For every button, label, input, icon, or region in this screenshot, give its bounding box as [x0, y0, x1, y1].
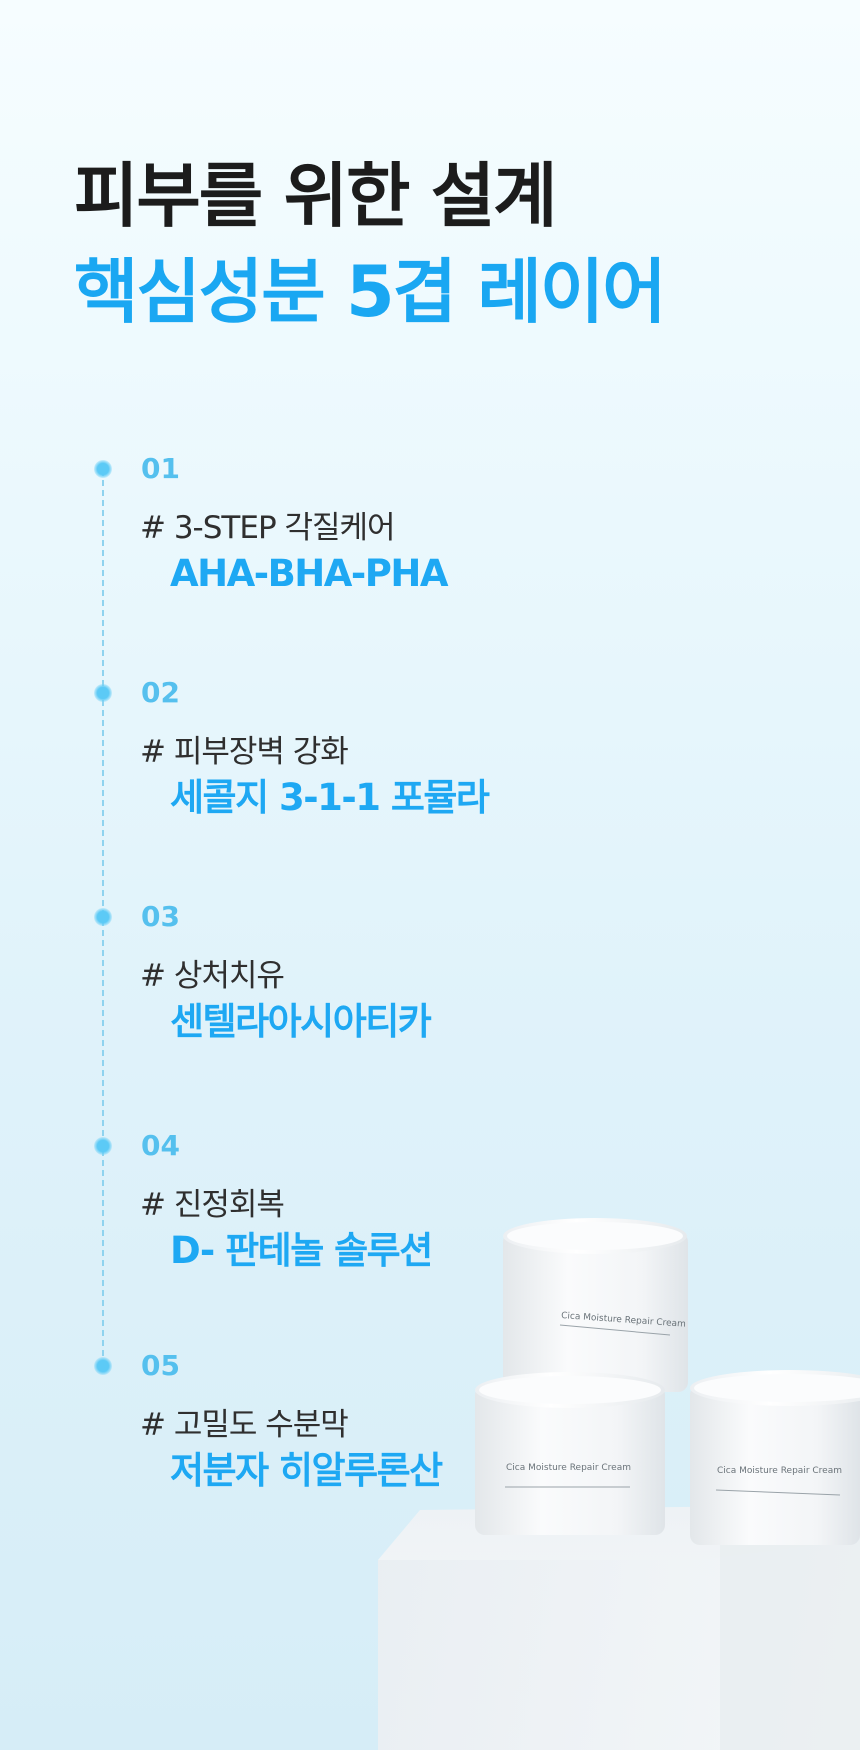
timeline-dot — [94, 684, 112, 702]
step-number: 04 — [141, 1129, 180, 1162]
timeline-dot — [94, 908, 112, 926]
jar-label-top: Cica Moisture Repair Cream — [561, 1311, 686, 1330]
step-subtitle: # 고밀도 수분막 — [140, 1407, 349, 1443]
timeline-dot — [94, 1137, 112, 1155]
step-subtitle: # 진정회복 — [140, 1187, 285, 1223]
timeline-dot — [94, 1357, 112, 1375]
step-number: 05 — [141, 1349, 180, 1382]
step-ingredient: AHA-BHA-PHA — [170, 552, 448, 595]
step-subtitle: # 피부장벽 강화 — [140, 734, 349, 770]
step-ingredient: 저분자 히알루론산 — [170, 1449, 443, 1492]
jar-label-right: Cica Moisture Repair Cream — [717, 1466, 842, 1476]
jar-label-left: Cica Moisture Repair Cream — [506, 1463, 631, 1473]
step-subtitle: # 상처치유 — [140, 958, 285, 994]
headline-line-1: 피부를 위한 설계 — [74, 155, 558, 237]
step-ingredient: D- 판테놀 솔루션 — [170, 1229, 433, 1272]
page-headline: 피부를 위한 설계 핵심성분 5겹 레이어 — [74, 150, 667, 342]
headline-line-2: 핵심성분 5겹 레이어 — [74, 251, 667, 333]
step-number: 01 — [141, 452, 180, 485]
step-ingredient: 세콜지 3-1-1 포뮬라 — [170, 776, 490, 819]
step-subtitle: # 3-STEP 각질케어 — [140, 510, 396, 546]
timeline-dot — [94, 460, 112, 478]
step-ingredient: 센텔라아시아티카 — [170, 1000, 432, 1043]
step-number: 03 — [141, 900, 180, 933]
step-number: 02 — [141, 676, 180, 709]
